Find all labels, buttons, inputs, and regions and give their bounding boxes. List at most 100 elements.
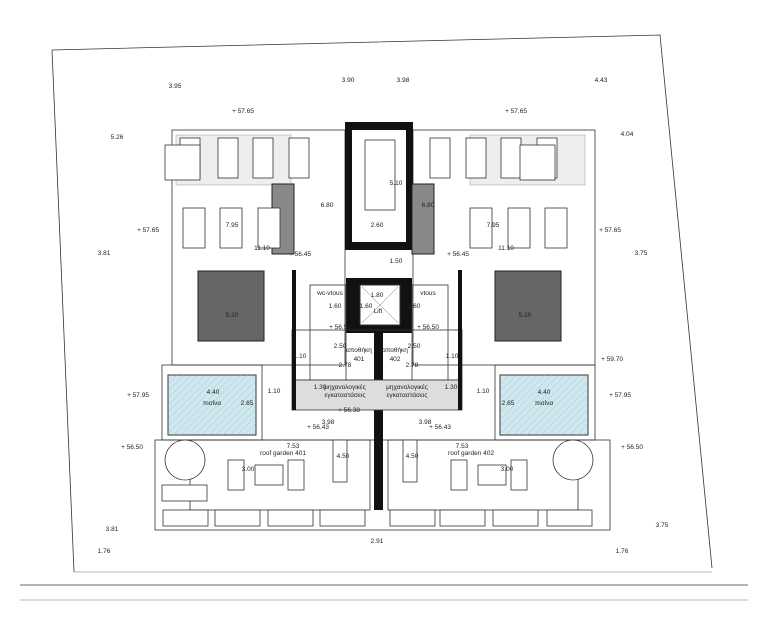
plan-label: + 57.65 bbox=[232, 108, 254, 115]
sunbed bbox=[257, 207, 281, 249]
bench bbox=[389, 509, 436, 527]
plan-label: + 56.45 bbox=[447, 251, 469, 258]
plan-label: 4.50 bbox=[337, 453, 350, 460]
plan-label: 3.90 bbox=[342, 77, 355, 84]
plan-label: πισίνα bbox=[203, 399, 222, 407]
plan-label: + 56.50 bbox=[121, 444, 143, 451]
sunbed bbox=[288, 137, 310, 179]
plan-label: 4.43 bbox=[595, 77, 608, 84]
sunbed bbox=[429, 137, 451, 179]
plan-label: + 56.50 bbox=[417, 324, 439, 331]
building bbox=[154, 122, 611, 531]
plan-label: 6.80 bbox=[422, 202, 435, 209]
spiral-stair-left bbox=[164, 439, 206, 481]
plan-label: 1.60 bbox=[408, 303, 421, 310]
plan-label: 401 bbox=[354, 356, 365, 363]
plan-label: 5.26 bbox=[111, 134, 124, 141]
plan-label: 3.00 bbox=[242, 466, 255, 473]
sunbed bbox=[465, 137, 487, 179]
plan-label: 4.04 bbox=[621, 131, 634, 138]
plan-label: 2.91 bbox=[371, 538, 384, 545]
plan-label: 5.20 bbox=[519, 312, 532, 319]
plan-label: 7.95 bbox=[226, 222, 239, 229]
plan-label: + 56.50 bbox=[621, 444, 643, 451]
plan-label: 2.50 bbox=[408, 343, 421, 350]
plan-label: roof garden 401 bbox=[260, 450, 306, 457]
sunbed bbox=[544, 207, 568, 249]
plan-label: 3.81 bbox=[98, 250, 111, 257]
bench bbox=[319, 509, 366, 527]
solar-panels-left bbox=[197, 183, 295, 342]
plan-label: + 59.70 bbox=[601, 356, 623, 363]
stair-icon bbox=[364, 139, 396, 211]
bench bbox=[162, 509, 209, 527]
plan-label: 1.10 bbox=[268, 388, 281, 395]
plan-label: 1.10 bbox=[477, 388, 490, 395]
plan-label: 3.98 bbox=[397, 77, 410, 84]
plan-label: 3.75 bbox=[635, 250, 648, 257]
plan-label: εγκαταστάσεις bbox=[324, 391, 365, 399]
sunbed bbox=[469, 207, 493, 249]
plan-label: 7.53 bbox=[287, 443, 300, 450]
plan-label: 7.53 bbox=[456, 443, 469, 450]
spiral-stair-right bbox=[552, 439, 594, 481]
plan-label: + 57.65 bbox=[505, 108, 527, 115]
sunbed bbox=[252, 137, 274, 179]
sunbed bbox=[217, 137, 239, 179]
plan-label: αποθήκη bbox=[382, 347, 408, 354]
annotations: 3.95 3.90 3.98 4.43 5.26 4.04 + 57.65 + 57.65 6.… bbox=[98, 77, 669, 555]
bench bbox=[546, 509, 593, 527]
plan-label: + 56.45 bbox=[289, 251, 311, 258]
plan-label: 3.00 bbox=[501, 466, 514, 473]
plan-label: 7.95 bbox=[487, 222, 500, 229]
site-boundary bbox=[20, 34, 748, 601]
plan-label: 5.20 bbox=[226, 312, 239, 319]
plan-label: 11.10 bbox=[498, 245, 514, 252]
benches bbox=[161, 484, 593, 527]
plan-label: 3.98 bbox=[419, 419, 432, 426]
sunbeds bbox=[164, 137, 568, 249]
plan-label: vtous bbox=[420, 290, 436, 297]
plan-label: αποθήκη bbox=[346, 347, 372, 354]
sunbed bbox=[519, 144, 556, 181]
plan-label: 11.10 bbox=[254, 245, 270, 252]
plan-label: εγκαταστάσεις bbox=[386, 391, 427, 399]
plan-label: 2.78 bbox=[406, 362, 419, 369]
sunbed bbox=[507, 207, 531, 249]
plan-label: 2.60 bbox=[371, 222, 384, 229]
plan-label: 2.65 bbox=[502, 400, 515, 407]
plan-label: 2.65 bbox=[241, 400, 254, 407]
sunbed bbox=[182, 207, 206, 249]
sunbed bbox=[164, 144, 201, 181]
plan-label: 1.76 bbox=[616, 548, 629, 555]
bench bbox=[267, 509, 314, 527]
plan-label: 1.10 bbox=[446, 353, 459, 360]
plan-label: 1.60 bbox=[329, 303, 342, 310]
plan-label: 3.95 bbox=[169, 83, 182, 90]
plan-label: + 56.50 bbox=[329, 324, 351, 331]
plan-label: roof garden 402 bbox=[448, 450, 494, 457]
lift-icon bbox=[361, 286, 399, 324]
plan-label: + 57.65 bbox=[137, 227, 159, 234]
plan-label: 3.98 bbox=[322, 419, 335, 426]
plan-label: 5.10 bbox=[390, 180, 403, 187]
plan-label: 1.80 bbox=[371, 292, 384, 299]
plan-label: + 56.43 bbox=[429, 424, 451, 431]
plan-label: + 56.43 bbox=[307, 424, 329, 431]
solar-panels-right bbox=[411, 183, 562, 342]
plan-label: 1.50 bbox=[390, 258, 403, 265]
plan-label: 1.60 bbox=[360, 303, 373, 310]
sunbed bbox=[500, 137, 522, 179]
plan-label: 4.40 bbox=[538, 389, 551, 396]
plan-label: μηχανολογικές bbox=[386, 383, 428, 391]
plan-label: Lift bbox=[374, 308, 383, 315]
plan-label: + 57.65 bbox=[599, 227, 621, 234]
plan-label: + 57.95 bbox=[609, 392, 631, 399]
plan-label: πισίνα bbox=[535, 399, 554, 407]
plan-label: 1.76 bbox=[98, 548, 111, 555]
plan-label: 1.30 bbox=[445, 384, 458, 391]
sunbed bbox=[219, 207, 243, 249]
plan-label: wc-vtous bbox=[316, 290, 343, 297]
plan-label: 402 bbox=[390, 356, 401, 363]
